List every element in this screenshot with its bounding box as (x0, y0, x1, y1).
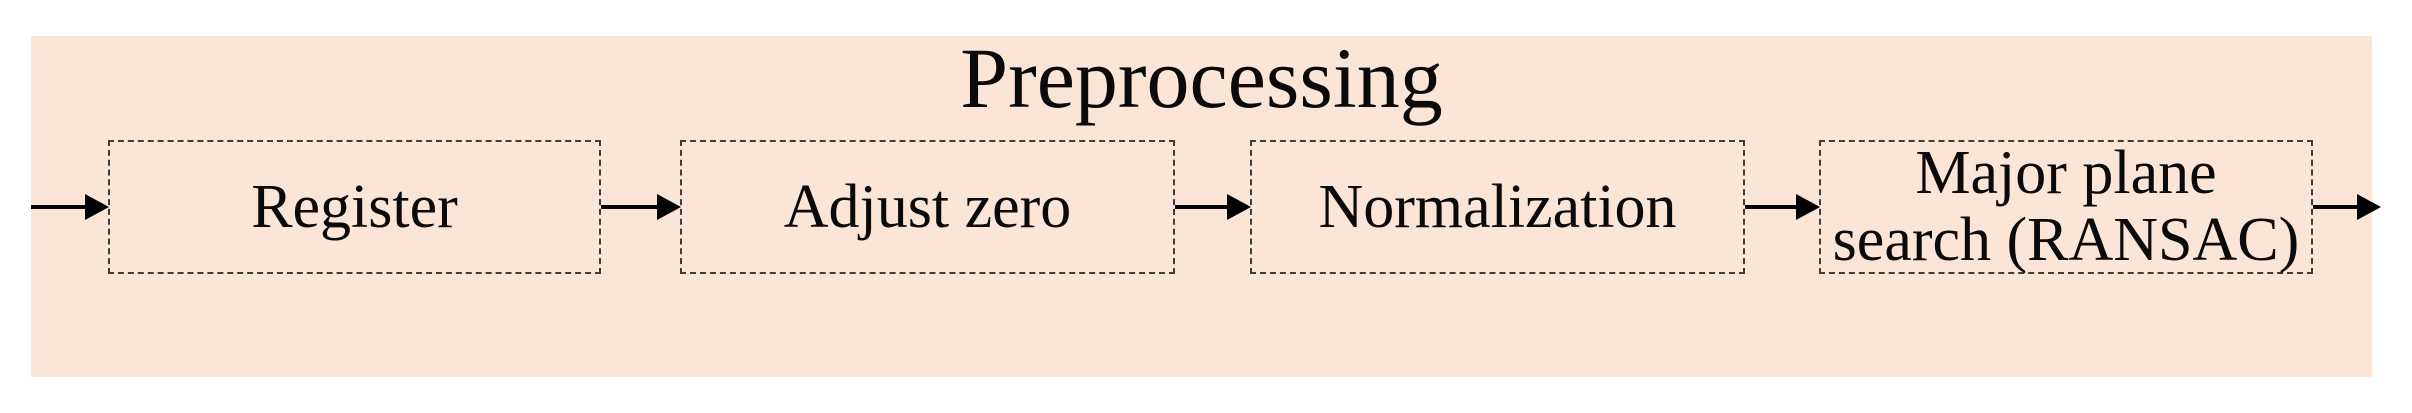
arrow-shaft (31, 205, 87, 209)
arrowhead-icon (85, 194, 109, 220)
step-label: Normalization (1318, 172, 1677, 241)
step-label: Register (251, 172, 458, 241)
arrow-shaft (601, 205, 659, 209)
step-label: Adjust zero (783, 172, 1072, 241)
step-label-line-2: search (RANSAC) (1832, 206, 2300, 274)
arrowhead-icon (2357, 194, 2381, 220)
step-box-adjust-zero: Adjust zero (680, 140, 1175, 274)
panel-title: Preprocessing (960, 30, 1443, 126)
arrowhead-icon (657, 194, 681, 220)
step-box-register: Register (108, 140, 601, 274)
arrow-shaft (1745, 205, 1798, 209)
arrowhead-icon (1796, 194, 1820, 220)
arrow-shaft (1175, 205, 1229, 209)
step-box-major-plane-search-ransac: Major plane search (RANSAC) (1819, 140, 2313, 274)
step-label-line-1: Major plane (1915, 139, 2217, 207)
arrowhead-icon (1227, 194, 1251, 220)
arrow-shaft (2313, 205, 2359, 209)
step-box-normalization: Normalization (1250, 140, 1745, 274)
